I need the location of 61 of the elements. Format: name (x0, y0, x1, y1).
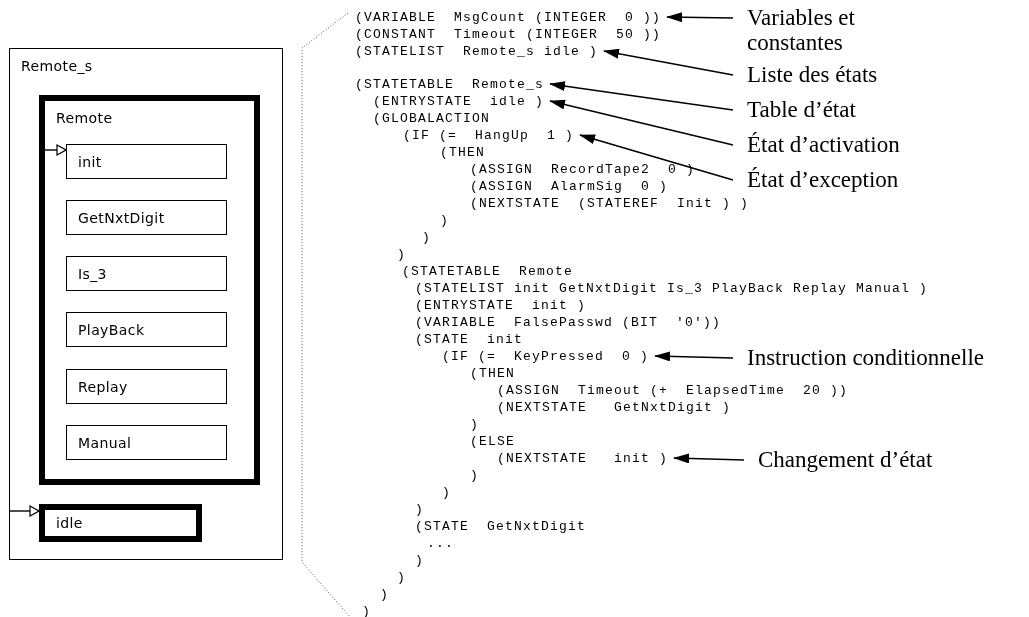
code-line: (STATE GetNxtDigit (415, 517, 587, 535)
annotation-text: Table d’état (733, 97, 856, 122)
state-box: init (66, 144, 227, 179)
annotation-text: Variables et constantes (733, 5, 937, 55)
code-line: ) (440, 211, 449, 229)
entry-arrow (42, 144, 67, 156)
code-line: (ASSIGN AlarmSig 0 ) (470, 177, 669, 195)
code-line: (GLOBALACTION (373, 109, 491, 127)
code-line: ... (427, 534, 454, 552)
entry-arrow (9, 505, 40, 517)
code-line: (NEXTSTATE init ) (497, 449, 669, 467)
state-box: Manual (66, 425, 227, 460)
code-line: ) (422, 228, 431, 246)
code-line: (STATE init (415, 330, 523, 348)
state-box: idle (39, 504, 202, 542)
annotation-text: État d’exception (733, 167, 899, 192)
state-box: Is_3 (66, 256, 227, 291)
code-line: (ASSIGN Timeout (+ ElapsedTime 20 )) (497, 381, 849, 399)
code-line: (STATETABLE Remote_s (355, 75, 545, 93)
leader-arrow (666, 12, 734, 23)
annotation-text: État d’activation (733, 132, 900, 157)
code-line: ) (380, 585, 389, 603)
code-line: ) (362, 602, 371, 617)
annotation-text: Instruction conditionnelle (733, 345, 984, 370)
code-line: ) (442, 483, 451, 501)
code-line: (THEN (470, 364, 515, 382)
code-line: (STATELIST Remote_s idle ) (355, 42, 599, 60)
code-line: (IF (= KeyPressed 0 ) (442, 347, 650, 365)
leader-arrow (654, 351, 734, 362)
code-line: ) (397, 568, 406, 586)
leader-arrow (549, 99, 734, 146)
state-group (39, 95, 260, 485)
leader-arrow (549, 81, 734, 111)
code-line: ) (415, 551, 424, 569)
code-line: (VARIABLE FalsePasswd (BIT '0')) (415, 313, 722, 331)
state-group (9, 48, 283, 560)
state-box: Replay (66, 369, 227, 404)
group-title: Remote (56, 110, 113, 126)
code-line: (CONSTANT Timeout (INTEGER 50 )) (355, 25, 662, 43)
leader-arrow (579, 134, 734, 181)
code-line: ) (415, 500, 424, 518)
group-title: Remote_s (21, 58, 93, 74)
state-box: GetNxtDigit (66, 200, 227, 235)
code-line: (THEN (440, 143, 485, 161)
code-line: (ENTRYSTATE init ) (415, 296, 587, 314)
code-line: ) (470, 415, 479, 433)
code-line: (NEXTSTATE GetNxtDigit ) (497, 398, 732, 416)
code-line: (ENTRYSTATE idle ) (373, 92, 545, 110)
leader-arrow (673, 453, 745, 464)
code-line: (ELSE (470, 432, 515, 450)
code-line: (STATELIST init GetNxtDigit Is_3 PlayBack Replay Manual ) (415, 279, 929, 297)
code-line: ) (470, 466, 479, 484)
code-line: (STATETABLE Remote (402, 262, 574, 280)
state-box: PlayBack (66, 312, 227, 347)
code-line: (IF (= HangUp 1 ) (403, 126, 575, 144)
leader-arrow (603, 48, 734, 76)
annotation-text: Liste des états (733, 62, 878, 87)
code-line: (VARIABLE MsgCount (INTEGER 0 )) (355, 8, 662, 26)
code-line: (NEXTSTATE (STATEREF Init ) ) (470, 194, 750, 212)
annotation-text: Changement d’état (744, 447, 933, 472)
code-line: ) (397, 245, 406, 263)
